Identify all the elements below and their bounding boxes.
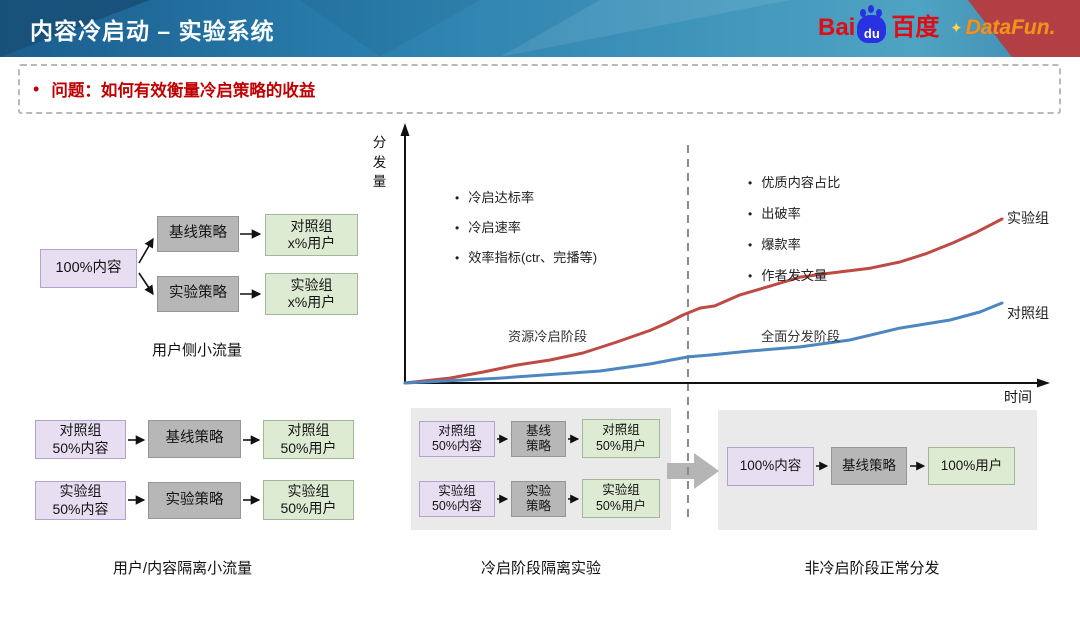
box-experiment-strategy: 实验 策略 — [511, 481, 566, 517]
box-100-content: 100%内容 — [727, 447, 814, 486]
series-control-curve — [403, 301, 1004, 385]
box-experiment-content: 实验组 50%内容 — [35, 481, 126, 520]
phase-label-cold: 资源冷启阶段 — [507, 329, 588, 344]
caption-cold-stage: 冷启阶段隔离实验 — [480, 560, 601, 577]
baidu-logo-cn: 百度 — [891, 14, 940, 41]
bullet-dot: • — [748, 207, 753, 221]
box-experiment-users: 实验组 50%用户 — [263, 480, 354, 520]
list-item: • 作者发文量 — [748, 268, 828, 283]
caption-isolated: 用户/内容隔离小流量 — [112, 560, 253, 577]
list-item: • 优质内容占比 — [748, 175, 841, 190]
stage-transition-arrow — [667, 453, 719, 489]
arrow-fork-down — [138, 272, 154, 296]
baidu-logo-bai: Bai — [818, 14, 856, 41]
box-experiment-users: 实验组 50%用户 — [582, 479, 660, 518]
header-bar: 内容冷启动 – 实验系统 Bai du 百度 ✦ DataFun. — [0, 0, 1080, 57]
header-background — [0, 0, 1080, 57]
bullet-dot: • — [748, 176, 753, 190]
full-stage-metrics-list: • 优质内容占比 • 出破率 • 爆款率 • 作者发文量 — [748, 172, 840, 296]
box-baseline-strategy: 基线策略 — [831, 447, 907, 485]
list-item: • 爆款率 — [748, 237, 801, 252]
list-item: • 冷启达标率 — [455, 190, 535, 205]
series-label-experiment: 实验组 — [1007, 210, 1049, 226]
y-axis-arrowhead — [400, 123, 410, 136]
box-experiment-strategy: 实验策略 — [148, 482, 241, 519]
bullet-dot: • — [455, 251, 460, 265]
list-item: • 效率指标(ctr、完播等) — [455, 250, 598, 265]
caption-user-side: 用户侧小流量 — [151, 342, 242, 359]
box-control-users: 对照组 50%用户 — [582, 419, 660, 458]
box-100-content: 100%内容 — [40, 249, 137, 288]
bullet-dot: • — [455, 221, 460, 235]
distribution-chart — [400, 123, 1050, 388]
box-baseline-strategy: 基线策略 — [157, 216, 239, 252]
box-experiment-content: 实验组 50%内容 — [419, 481, 495, 517]
box-baseline-strategy: 基线 策略 — [511, 421, 566, 457]
x-axis-arrowhead — [1037, 378, 1050, 388]
phase-label-full: 全面分发阶段 — [760, 329, 841, 344]
list-item: • 冷启速率 — [455, 220, 521, 235]
box-control-users: 对照组 x%用户 — [265, 214, 358, 256]
bullet-dot: • — [748, 269, 753, 283]
arrow-fork-up — [138, 237, 154, 264]
page-title: 内容冷启动 – 实验系统 — [30, 17, 275, 44]
list-item: • 出破率 — [748, 206, 801, 221]
baidu-paw-icon: du — [857, 9, 887, 43]
box-100-users: 100%用户 — [928, 447, 1015, 485]
box-experiment-strategy: 实验策略 — [157, 276, 239, 312]
series-label-control: 对照组 — [1007, 305, 1049, 321]
box-control-users: 对照组 50%用户 — [263, 420, 354, 459]
box-control-content: 对照组 50%内容 — [35, 420, 126, 459]
series-experiment-curve — [403, 217, 1004, 385]
y-axis-label: 分发量 — [372, 135, 387, 190]
problem-text: 问题：如何有效衡量冷启策略的收益 — [51, 82, 316, 100]
box-experiment-users: 实验组 x%用户 — [265, 273, 358, 315]
datafun-sparkle-icon: ✦ — [950, 20, 963, 37]
cold-stage-metrics-list: • 冷启达标率 • 冷启速率 • 效率指标(ctr、完播等) — [455, 187, 597, 277]
baidu-logo: Bai du 百度 — [818, 9, 940, 43]
bullet-dot: • — [33, 79, 40, 99]
box-control-content: 对照组 50%内容 — [419, 421, 495, 457]
bullet-dot: • — [455, 191, 460, 205]
problem-statement-box: • 问题：如何有效衡量冷启策略的收益 — [18, 64, 1061, 114]
datafun-logo: ✦ DataFun. — [950, 16, 1055, 40]
x-axis-label: 时间 — [1004, 389, 1032, 405]
caption-normal-stage: 非冷启阶段正常分发 — [804, 560, 940, 577]
datafun-logo-text: DataFun. — [965, 16, 1056, 39]
bullet-dot: • — [748, 238, 753, 252]
box-baseline-strategy: 基线策略 — [148, 420, 241, 458]
